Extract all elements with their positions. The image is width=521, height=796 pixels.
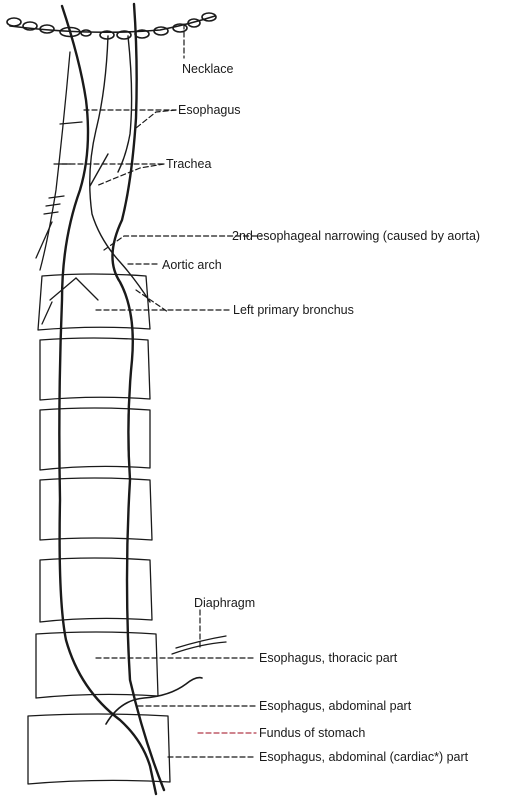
fundus-label: Fundus of stomach bbox=[259, 726, 365, 740]
vertebra-5 bbox=[40, 558, 152, 622]
left-bronchus-label: Left primary bronchus bbox=[233, 303, 354, 317]
vertebra-3 bbox=[40, 408, 150, 470]
vertebra-1 bbox=[38, 274, 150, 330]
cervical-lines bbox=[36, 52, 98, 324]
fundus-curve bbox=[106, 678, 202, 724]
cardiac-label: Esophagus, abdominal (cardiac*) part bbox=[259, 750, 468, 764]
narrowing-label: 2nd esophageal narrowing (caused by aort… bbox=[232, 229, 480, 243]
diaphragm-label: Diaphragm bbox=[194, 596, 255, 610]
vertebrae bbox=[28, 274, 170, 784]
esophagus-label: Esophagus bbox=[178, 103, 241, 117]
trachea-label: Trachea bbox=[166, 157, 211, 171]
diaphragm-lines bbox=[172, 636, 226, 654]
abdominal-label: Esophagus, abdominal part bbox=[259, 699, 411, 713]
leader-lines bbox=[54, 24, 262, 757]
necklace-label: Necklace bbox=[182, 62, 233, 76]
aortic-arch-label: Aortic arch bbox=[162, 258, 222, 272]
thoracic-label: Esophagus, thoracic part bbox=[259, 651, 397, 665]
trachea-outline bbox=[90, 36, 150, 302]
necklace-chain bbox=[7, 13, 216, 39]
vertebra-6 bbox=[36, 632, 158, 698]
vertebra-4 bbox=[40, 478, 152, 540]
